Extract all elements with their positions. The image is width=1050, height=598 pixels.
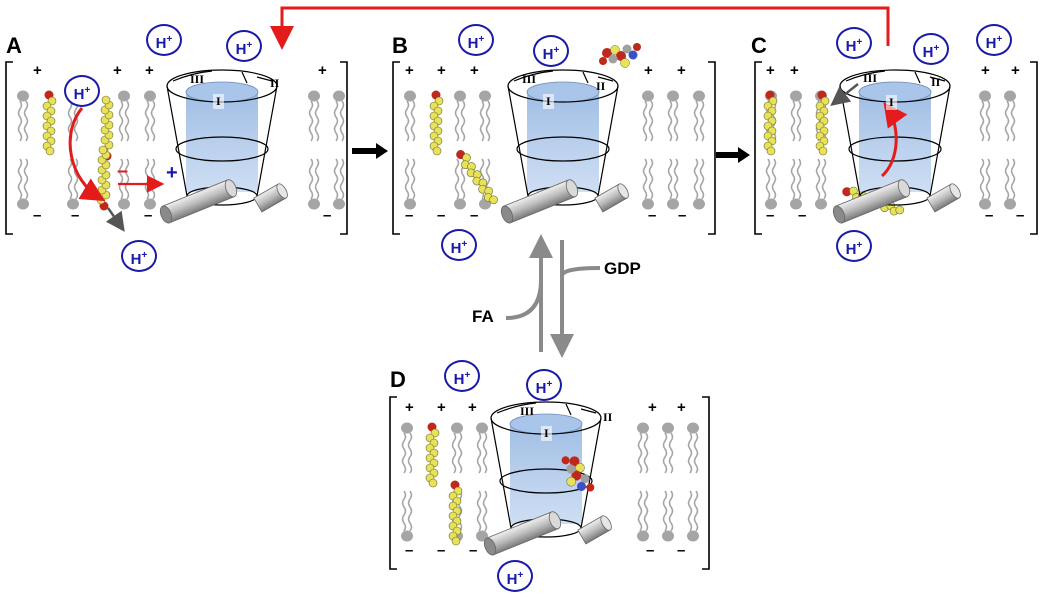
- membrane-minus: –: [470, 207, 479, 224]
- region-label-three: III: [520, 404, 535, 418]
- membrane-minus: –: [677, 542, 686, 559]
- membrane-minus: –: [405, 542, 414, 559]
- region-label-two: II: [603, 410, 613, 424]
- exchange-arrows: [505, 234, 601, 358]
- membrane-plus: +: [405, 62, 414, 79]
- panel-label-b: B: [392, 33, 408, 58]
- membrane-minus: –: [1016, 207, 1025, 224]
- proton-bubble: H+: [146, 24, 182, 56]
- gdp-label: GDP: [604, 259, 641, 278]
- region-label-two: II: [270, 76, 280, 90]
- proton-bubble: H+: [64, 75, 100, 107]
- membrane-minus: –: [437, 542, 446, 559]
- region-label-three: III: [522, 72, 537, 86]
- membrane-minus: –: [646, 542, 655, 559]
- panel-label-a: A: [6, 33, 22, 58]
- return-arrow: [270, 6, 890, 50]
- membrane-plus: +: [648, 399, 657, 416]
- membrane-plus: +: [113, 62, 122, 79]
- membrane-plus: +: [677, 399, 686, 416]
- membrane-minus: –: [766, 207, 775, 224]
- membrane-plus: +: [981, 62, 990, 79]
- membrane-plus: +: [318, 62, 327, 79]
- proton-bubble: H+: [121, 240, 157, 272]
- fatty-acid-label: FA: [472, 307, 494, 326]
- proton-bubble: H+: [444, 360, 480, 392]
- proton-bubble: H+: [913, 33, 949, 65]
- panel-label-c: C: [751, 33, 767, 58]
- membrane-plus: +: [437, 62, 446, 79]
- region-label-three: III: [863, 71, 878, 85]
- proton-bubble: H+: [497, 560, 533, 592]
- proton-bubble: H+: [526, 369, 562, 401]
- membrane-plus: +: [33, 62, 42, 79]
- membrane-minus: –: [985, 207, 994, 224]
- membrane-plus: +: [766, 62, 775, 79]
- proton-bubble: H+: [976, 24, 1012, 56]
- proton-bubble: H+: [836, 27, 872, 59]
- region-label-one: I: [543, 94, 554, 109]
- membrane-minus: –: [323, 207, 332, 224]
- membrane-plus: +: [437, 399, 446, 416]
- membrane-plus: +: [790, 62, 799, 79]
- membrane-plus: +: [468, 399, 477, 416]
- proton-bubble: H+: [458, 24, 494, 56]
- negative-charge: –: [117, 160, 129, 182]
- proton-bubble: H+: [533, 35, 569, 67]
- panel-c: [754, 61, 1038, 235]
- membrane-minus: –: [469, 542, 478, 559]
- proton-bubble: H+: [226, 30, 262, 62]
- positive-charge: +: [166, 162, 178, 184]
- membrane-plus: +: [470, 62, 479, 79]
- region-label-one: I: [541, 426, 552, 441]
- membrane-minus: –: [144, 207, 153, 224]
- membrane-plus: +: [145, 62, 154, 79]
- membrane-minus: –: [33, 207, 42, 224]
- panel-a: [5, 61, 348, 235]
- membrane-plus: +: [644, 62, 653, 79]
- region-label-one: I: [886, 95, 897, 110]
- membrane-minus: –: [437, 207, 446, 224]
- panel-label-d: D: [390, 367, 406, 392]
- membrane-minus: –: [678, 207, 687, 224]
- membrane-plus: +: [405, 399, 414, 416]
- region-label-two: II: [596, 79, 606, 93]
- membrane-minus: –: [405, 207, 414, 224]
- membrane-plus: +: [677, 62, 686, 79]
- proton-bubble: H+: [441, 229, 477, 261]
- region-label-one: I: [213, 94, 224, 109]
- region-label-two: II: [931, 75, 941, 89]
- membrane-minus: –: [71, 207, 80, 224]
- proton-bubble: H+: [836, 230, 872, 262]
- region-label-three: III: [190, 72, 205, 86]
- membrane-plus: +: [1011, 62, 1020, 79]
- membrane-minus: –: [648, 207, 657, 224]
- membrane-minus: –: [798, 207, 807, 224]
